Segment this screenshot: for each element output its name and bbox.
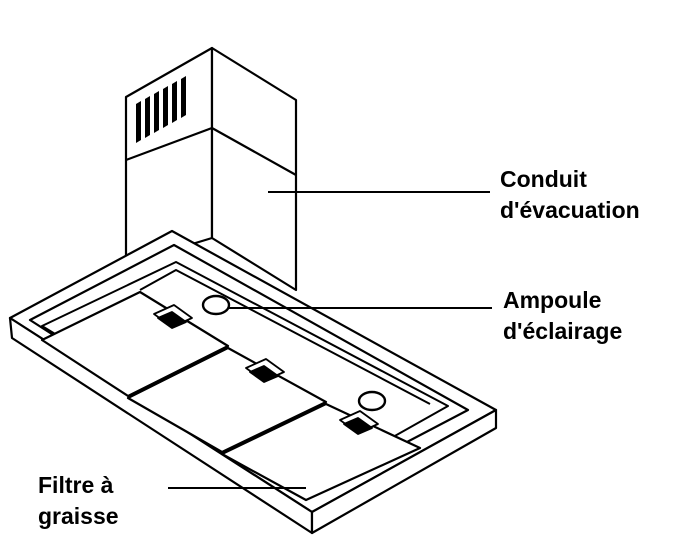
filter-handles — [153, 304, 379, 435]
canopy-front-right-face — [310, 408, 498, 535]
filter-handle — [153, 304, 193, 329]
label-exhaust-duct-line1: Conduit — [500, 166, 587, 192]
label-grease-filter-line2: graisse — [38, 503, 119, 529]
vent-slot — [172, 81, 177, 123]
leader-lines — [168, 191, 492, 489]
vent-slot — [154, 91, 159, 133]
chimney-right-face — [210, 46, 298, 292]
vent-slot — [145, 96, 150, 138]
light-bulbs — [201, 294, 387, 412]
vent-grille — [136, 76, 186, 143]
label-grease-filter-line1: Filtre à — [38, 472, 114, 498]
filter-handle — [245, 358, 285, 383]
label-light-bulb-line2: d'éclairage — [503, 318, 623, 344]
vent-slot — [181, 76, 186, 118]
light-bulb-1 — [201, 294, 231, 316]
label-exhaust-duct-line2: d'évacuation — [500, 197, 640, 223]
vent-slot — [163, 86, 168, 128]
label-exhaust-duct: Conduit d'évacuation — [500, 164, 640, 226]
underside-back-edge — [139, 269, 431, 405]
light-bulb-2 — [357, 390, 387, 412]
vent-slot — [136, 101, 141, 143]
chimney-section-joint — [125, 126, 297, 176]
label-light-bulb: Ampoule d'éclairage — [503, 285, 622, 347]
label-light-bulb-line1: Ampoule — [503, 287, 602, 313]
grease-filter-2 — [126, 346, 328, 454]
label-grease-filter: Filtre à graisse — [38, 470, 119, 532]
filter-handle — [339, 410, 379, 435]
